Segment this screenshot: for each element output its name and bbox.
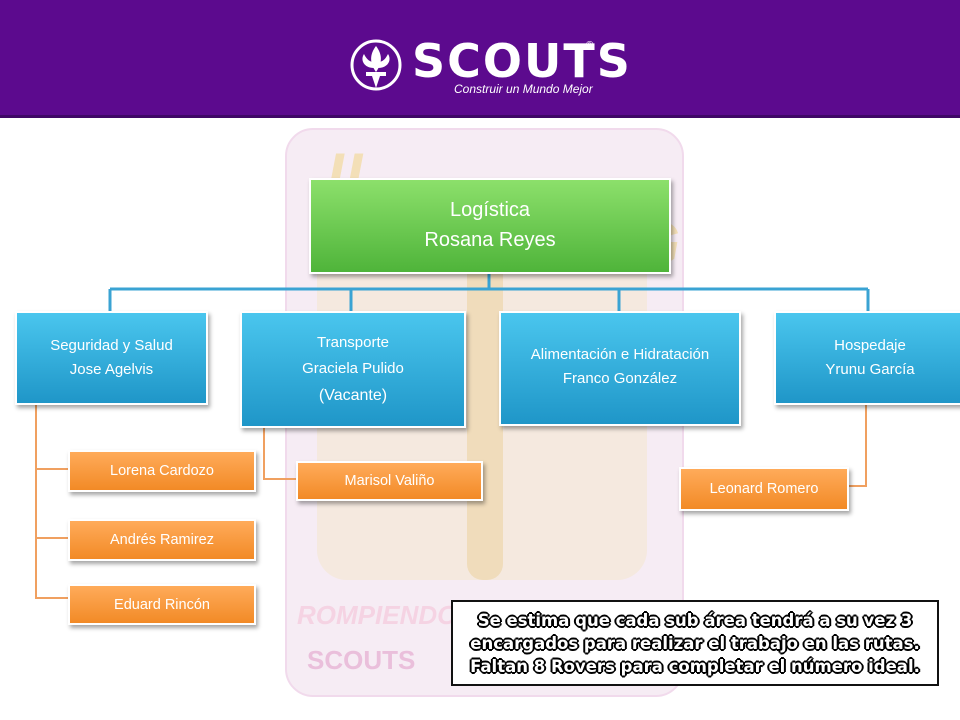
member-andres-ramirez: Andrés Ramirez: [68, 519, 256, 561]
node-title: Logística: [449, 199, 531, 221]
member-leonard-romero: Leonard Romero: [679, 467, 849, 511]
org-node-transporte: Transporte Graciela Pulido (Vacante): [240, 311, 466, 428]
node-title: Alimentación e Hidratación: [530, 345, 710, 363]
org-node-seguridad: Seguridad y Salud Jose Agelvis: [15, 311, 208, 405]
node-status: (Vacante): [318, 386, 388, 404]
note-line-1: Se estima que cada sub área tendrá a su …: [477, 610, 913, 630]
hospedaje-member-line: [846, 402, 867, 487]
header-banner: SCOUTS ® Construir un Mundo Mejor: [0, 0, 960, 118]
member-lorena-cardozo: Lorena Cardozo: [68, 450, 256, 492]
node-title: Hospedaje: [834, 337, 906, 354]
node-leader: Rosana Reyes: [424, 229, 556, 251]
callout-note: Se estima que cada sub área tendrá a su …: [451, 600, 939, 686]
member-eduard-rincon: Eduard Rincón: [68, 584, 256, 625]
note-line-2: encargados para realizar el trabajo en l…: [470, 633, 920, 653]
node-title: Seguridad y Salud: [50, 337, 173, 354]
org-node-hospedaje: Hospedaje Yrunu García: [774, 311, 960, 405]
org-node-logistica: Logística Rosana Reyes: [309, 178, 671, 274]
transporte-member-line: [263, 426, 296, 480]
scouts-logo: SCOUTS ® Construir un Mundo Mejor: [350, 34, 630, 98]
poster-brand: SCOUTS: [307, 645, 416, 675]
brand-name: SCOUTS: [412, 34, 632, 88]
poster-emblem-stem: [467, 240, 503, 580]
member-name: Eduard Rincón: [114, 596, 210, 613]
member-marisol-valino: Marisol Valiño: [296, 461, 483, 501]
seguridad-member-line: [35, 403, 68, 599]
note-line-3: Faltan 8 Rovers para completar el número…: [470, 656, 920, 676]
node-leader: Franco González: [562, 369, 678, 387]
member-name: Marisol Valiño: [344, 473, 435, 489]
node-leader: Jose Agelvis: [69, 361, 154, 378]
registered-mark: ®: [586, 40, 594, 51]
org-node-alimentacion: Alimentación e Hidratación Franco Gonzál…: [499, 311, 741, 426]
member-name: Leonard Romero: [709, 481, 819, 497]
node-title: Transporte: [317, 333, 389, 351]
fleur-de-lis-icon: [350, 39, 402, 91]
member-name: Lorena Cardozo: [110, 463, 214, 479]
brand-tagline: Construir un Mundo Mejor: [454, 82, 593, 96]
member-name: Andrés Ramirez: [110, 532, 214, 548]
node-leader: Graciela Pulido: [302, 359, 404, 377]
node-leader: Yrunu García: [825, 361, 915, 378]
